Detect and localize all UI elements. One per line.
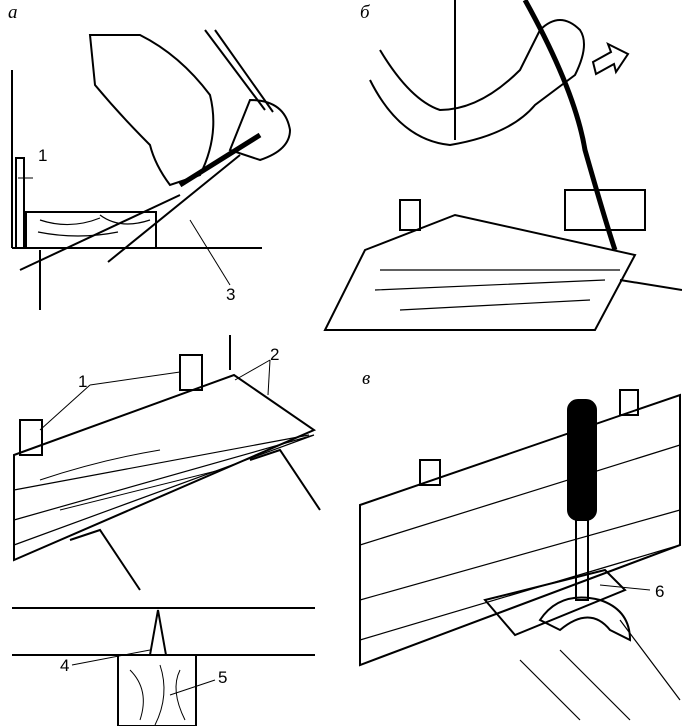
panel-label-a: а xyxy=(8,2,18,23)
callout-3: 3 xyxy=(226,285,236,304)
panel-label-v: в xyxy=(362,368,371,389)
callout-1-top: 1 xyxy=(38,146,48,165)
callout-2: 2 xyxy=(270,345,280,364)
panel-label-b: б xyxy=(360,2,370,23)
panel-section-drawing xyxy=(12,607,315,726)
panel-a-drawing xyxy=(11,29,292,310)
panel-v-drawing xyxy=(359,389,681,721)
callout-4: 4 xyxy=(60,656,70,675)
callout-1-mid: 1 xyxy=(78,372,88,391)
panel-boards-drawing xyxy=(13,335,321,591)
panel-b-drawing xyxy=(323,0,682,331)
callout-5: 5 xyxy=(218,668,228,687)
callout-6: 6 xyxy=(655,582,665,601)
